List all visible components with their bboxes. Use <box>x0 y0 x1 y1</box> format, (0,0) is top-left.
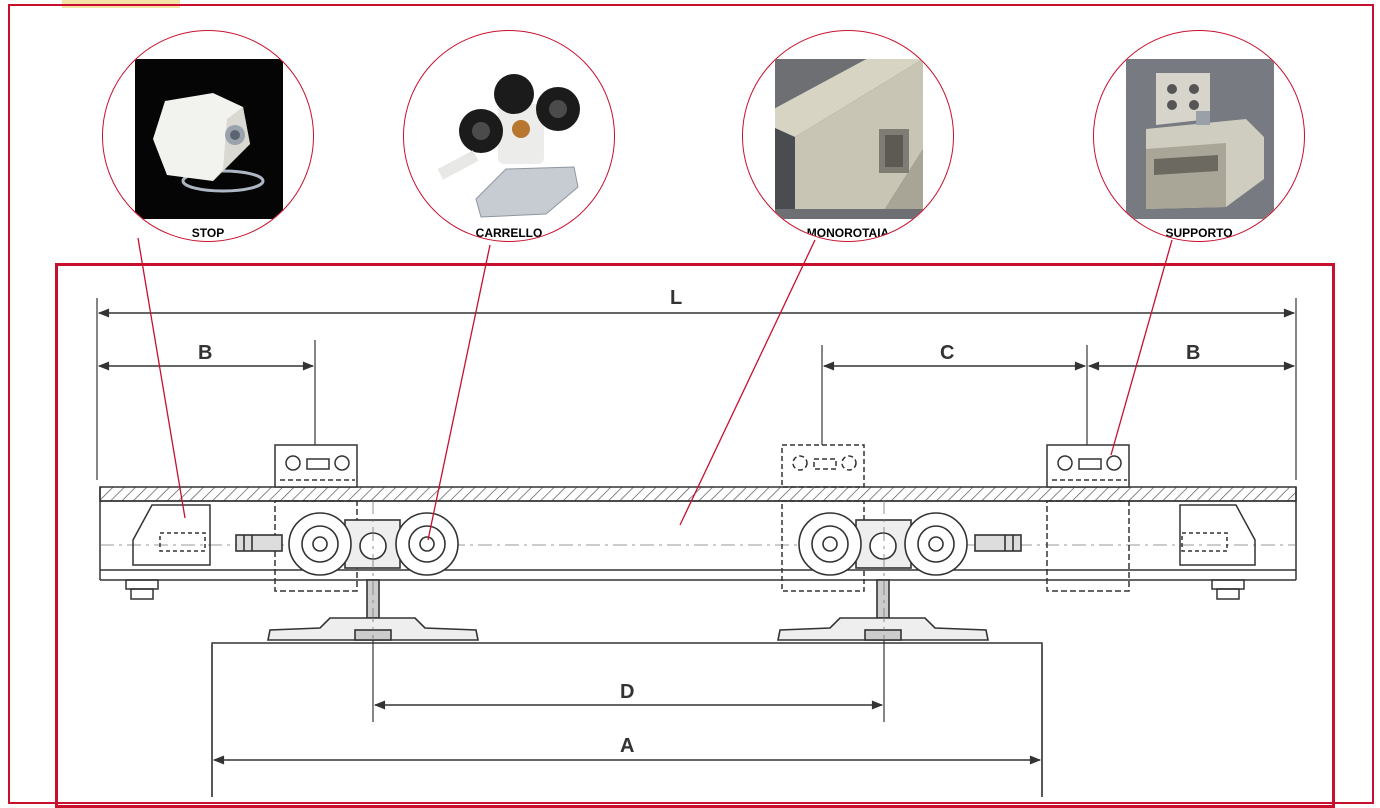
support-left-drawing <box>274 444 358 592</box>
dim-label-c: C <box>940 342 954 364</box>
dim-label-l: L <box>670 287 682 309</box>
stop-photo <box>135 59 283 219</box>
carriage-centerlines <box>372 500 885 640</box>
stop-photo-circle: STOP <box>102 30 314 242</box>
support-middle-drawing <box>781 444 865 592</box>
carrello-photo-circle: CARRELLO <box>403 30 615 242</box>
dim-label-d: D <box>620 681 634 703</box>
stop-right-drawing <box>1179 504 1256 600</box>
monorotaia-photo-circle: MONOROTAIA <box>742 30 954 242</box>
supporto-photo <box>1126 59 1274 219</box>
monorotaia-label: MONOROTAIA <box>806 226 890 240</box>
dimension-lines <box>97 308 1296 765</box>
carrello-photo <box>436 59 584 219</box>
carrello-label: CARRELLO <box>475 226 543 240</box>
monorotaia-photo <box>775 59 923 219</box>
dim-label-b-right: B <box>1186 342 1200 364</box>
door-panel <box>211 642 1043 797</box>
supporto-photo-circle: SUPPORTO <box>1093 30 1305 242</box>
dim-label-b-left: B <box>198 342 212 364</box>
support-right-drawing <box>1046 444 1130 592</box>
carriage-right-drawing <box>777 512 1022 641</box>
stop-left-drawing <box>125 504 211 600</box>
supporto-label: SUPPORTO <box>1165 226 1233 240</box>
leader-lines <box>137 237 1173 541</box>
stop-label: STOP <box>191 226 225 240</box>
dim-label-a: A <box>620 735 634 757</box>
